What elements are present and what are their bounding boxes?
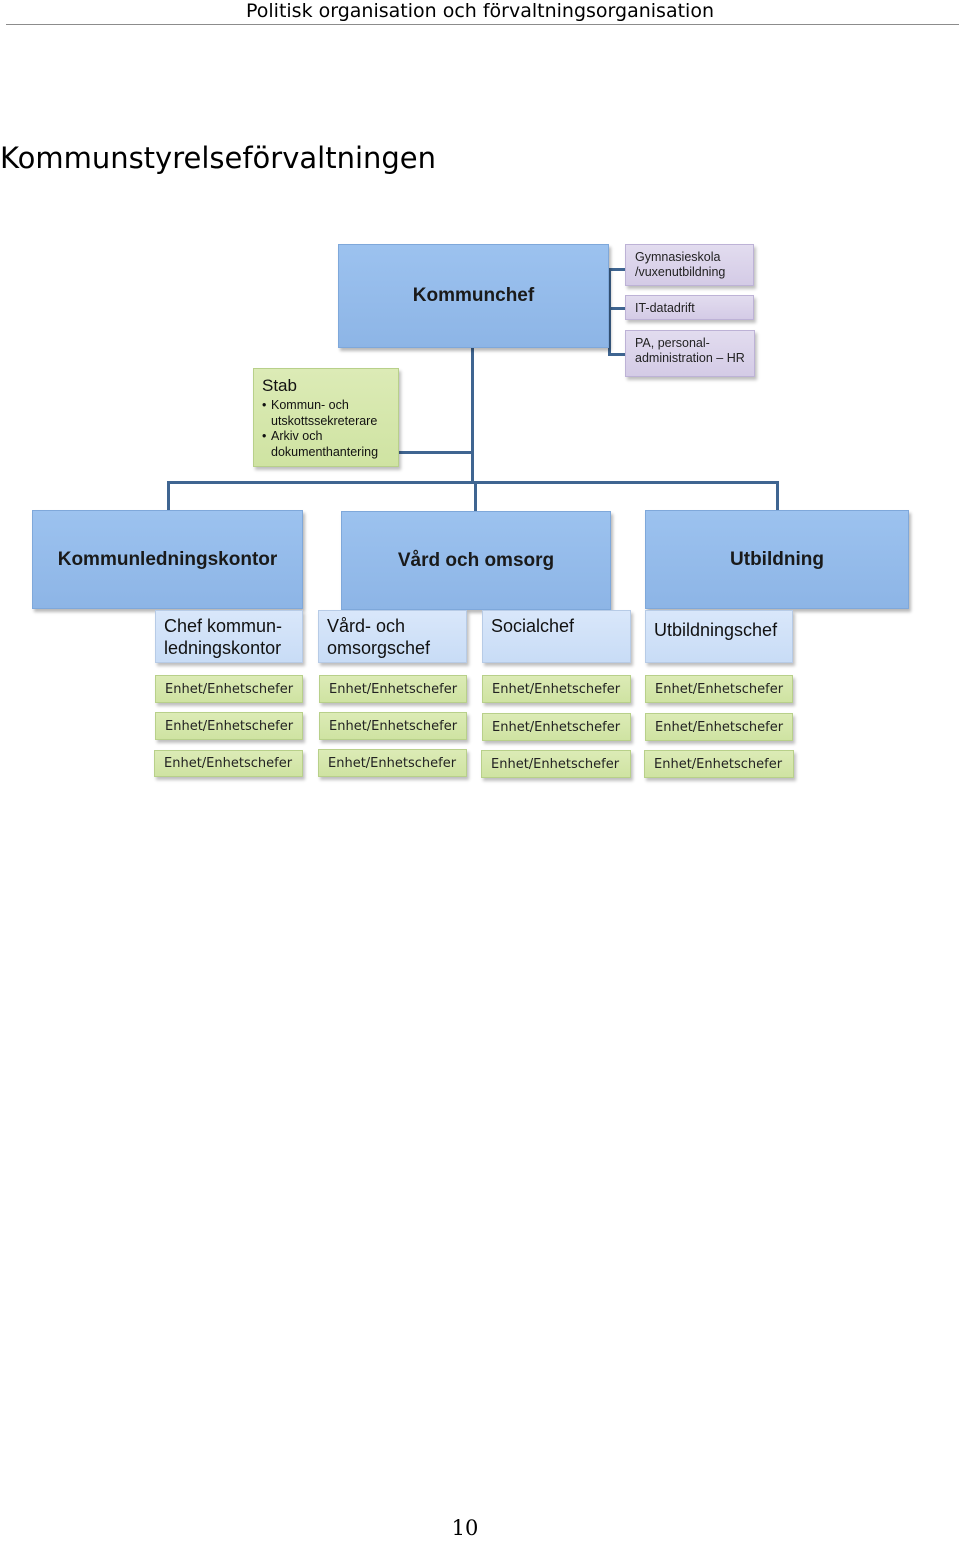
department-utbildning: Utbildning bbox=[645, 510, 909, 609]
connector-side-units bbox=[608, 268, 611, 356]
connector-drop-2 bbox=[474, 481, 477, 512]
unit-box: Enhet/Enhetschefer bbox=[482, 675, 631, 703]
kommunchef-box: Kommunchef bbox=[338, 244, 609, 348]
connector-trunk bbox=[471, 347, 474, 484]
org-chart: Kommunchef Gymnasieskola /vuxenutbildnin… bbox=[0, 0, 960, 800]
unit-box: Enhet/Enhetschefer bbox=[481, 750, 631, 778]
side-unit-gymnasieskola: Gymnasieskola /vuxenutbildning bbox=[625, 244, 754, 286]
connector-side-1 bbox=[608, 268, 626, 271]
unit-box: Enhet/Enhetschefer bbox=[319, 712, 467, 740]
connector-side-3 bbox=[608, 353, 626, 356]
connector-horizontal bbox=[167, 481, 779, 484]
side-unit-it-datadrift: IT-datadrift bbox=[625, 295, 754, 320]
department-vard-och-omsorg: Vård och omsorg bbox=[341, 511, 611, 610]
unit-box: Enhet/Enhetschefer bbox=[319, 675, 467, 703]
connector-drop-3 bbox=[776, 481, 779, 511]
connector-stab bbox=[399, 451, 473, 454]
chief-social: Socialchef bbox=[482, 610, 631, 663]
connector-side-2 bbox=[608, 307, 626, 310]
unit-box: Enhet/Enhetschefer bbox=[154, 750, 303, 777]
unit-box: Enhet/Enhetschefer bbox=[155, 712, 303, 740]
chief-vard-och-omsorg: Vård- och omsorgschef bbox=[318, 610, 467, 663]
stab-list: Kommun- och utskottssekreterare Arkiv oc… bbox=[262, 398, 390, 460]
unit-box: Enhet/Enhetschefer bbox=[155, 675, 303, 703]
header-rule bbox=[6, 24, 959, 25]
stab-box: Stab Kommun- och utskottssekreterare Ark… bbox=[253, 368, 399, 467]
unit-box: Enhet/Enhetschefer bbox=[645, 713, 793, 741]
page-number: 10 bbox=[451, 1516, 479, 1540]
unit-box: Enhet/Enhetschefer bbox=[644, 750, 794, 778]
chief-utbildning: Utbildningschef bbox=[645, 610, 793, 663]
stab-item: Arkiv och dokumenthantering bbox=[262, 429, 390, 460]
side-unit-pa-hr: PA, personal- administration – HR bbox=[625, 330, 755, 377]
unit-box: Enhet/Enhetschefer bbox=[645, 675, 793, 703]
stab-title: Stab bbox=[262, 376, 297, 395]
running-header: Politisk organisation och förvaltningsor… bbox=[245, 0, 714, 22]
unit-box: Enhet/Enhetschefer bbox=[318, 749, 467, 777]
page-title: Kommunstyrelseförvaltningen bbox=[0, 141, 437, 175]
department-kommunledningskontor: Kommunledningskontor bbox=[32, 510, 303, 609]
chief-kommunledningskontor: Chef kommun- ledningskontor bbox=[155, 610, 303, 663]
unit-box: Enhet/Enhetschefer bbox=[482, 713, 631, 741]
stab-item: Kommun- och utskottssekreterare bbox=[262, 398, 390, 429]
connector-drop-1 bbox=[167, 481, 170, 511]
